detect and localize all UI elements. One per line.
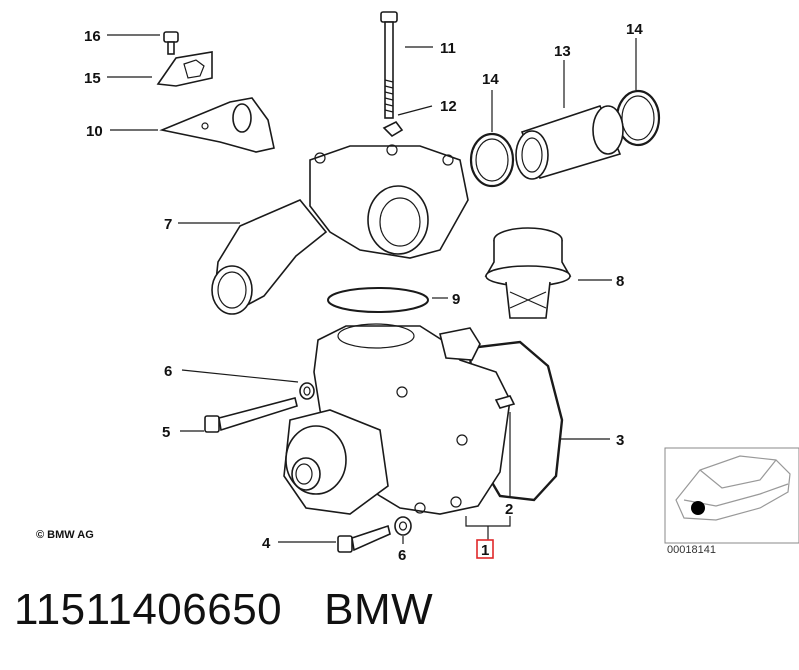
- part-13-pipe: [515, 105, 624, 180]
- part-14-oring-right: [615, 89, 661, 147]
- callout-14-left: 14: [482, 71, 499, 88]
- callout-1-highlight: [476, 539, 494, 559]
- part-10-bracket: [159, 97, 275, 153]
- callout-6-lower: 6: [398, 547, 406, 564]
- callout-13: 13: [554, 43, 571, 60]
- location-marker: [691, 501, 705, 515]
- part-16-bolt: [163, 31, 179, 55]
- part-15-bracket: [156, 51, 213, 87]
- part-6-washer-upper: [299, 382, 315, 400]
- callout-10: 10: [86, 123, 103, 140]
- callout-5: 5: [162, 424, 170, 441]
- callout-4: 4: [262, 535, 271, 552]
- callout-6-upper: 6: [164, 363, 172, 380]
- part-8-thermostat: [484, 227, 572, 319]
- callout-8: 8: [616, 273, 624, 290]
- callout-3: 3: [616, 432, 624, 449]
- part-9-gasket: [327, 287, 429, 313]
- part-14-oring-left: [469, 132, 515, 188]
- part-5-bolt: [204, 397, 298, 433]
- brand-name: BMW: [324, 585, 434, 634]
- part-6-washer-lower: [394, 516, 412, 536]
- part-4-bolt: [337, 524, 391, 553]
- callout-1: 1: [481, 542, 489, 559]
- callout-15: 15: [84, 70, 101, 87]
- callout-11: 11: [440, 40, 456, 57]
- car-location-thumbnail: [664, 447, 799, 544]
- part-1-water-pump: [283, 323, 516, 515]
- callout-12: 12: [440, 98, 457, 115]
- parts-diagram: 16 15 10 7 11 12 14 13 14 8 9 6 5 3 2 1 …: [36, 11, 799, 564]
- part-7-housing: [211, 144, 469, 315]
- leader-lines: [107, 34, 637, 544]
- reference-number: 00018141: [667, 544, 716, 556]
- callout-14-right: 14: [626, 21, 643, 38]
- part-number: 11511406650: [14, 585, 283, 634]
- callout-2: 2: [505, 501, 513, 518]
- callout-7: 7: [164, 216, 172, 233]
- callout-9: 9: [452, 291, 460, 308]
- footer-caption: 11511406650 BMW: [14, 585, 433, 645]
- part-11-bolt: [380, 11, 398, 119]
- copyright-text: © BMW AG: [36, 529, 94, 541]
- part-12-clip: [382, 120, 404, 138]
- callout-16: 16: [84, 28, 101, 45]
